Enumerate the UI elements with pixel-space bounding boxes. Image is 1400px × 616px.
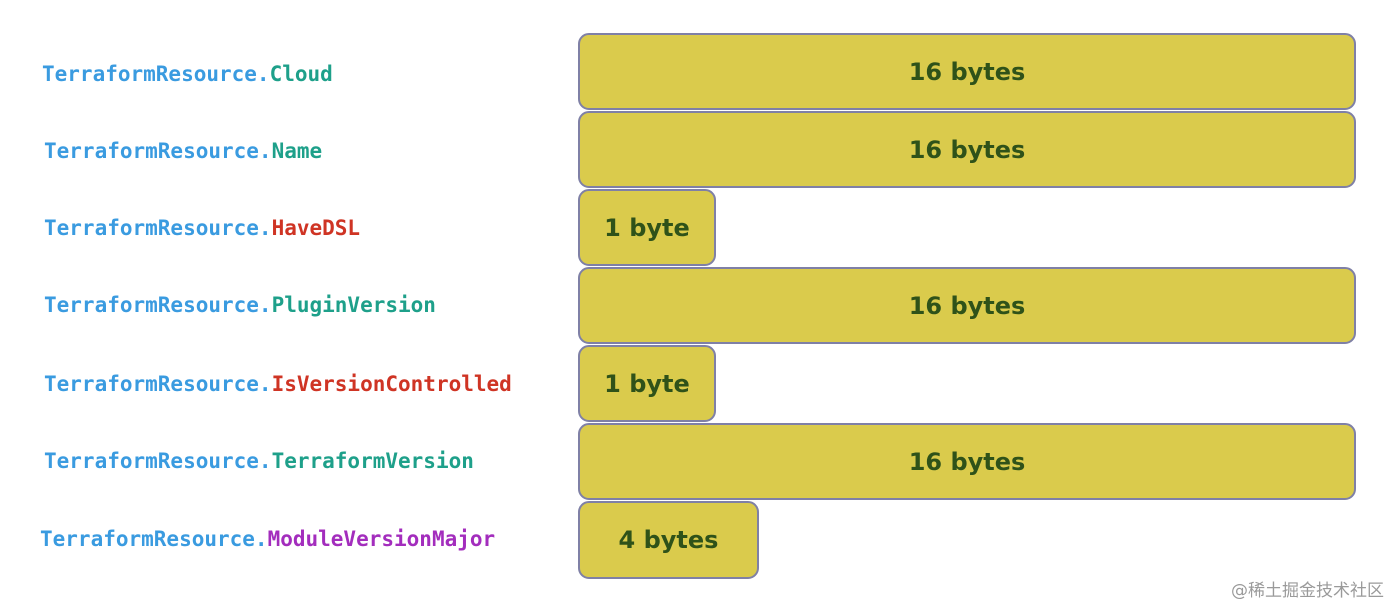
field-label-havedsl: TerraformResource.HaveDSL <box>44 215 360 241</box>
struct-name: TerraformResource. <box>42 62 270 86</box>
field-name: ModuleVersionMajor <box>267 527 496 551</box>
struct-name: TerraformResource. <box>44 449 272 473</box>
size-label: 1 byte <box>604 369 690 398</box>
struct-name: TerraformResource. <box>44 372 272 396</box>
size-block-terraformversion: 16 bytes <box>578 423 1356 500</box>
field-label-pluginversion: TerraformResource.PluginVersion <box>44 292 436 318</box>
field-label-isversioncontrolled: TerraformResource.IsVersionControlled <box>44 371 512 397</box>
field-label-terraformversion: TerraformResource.TerraformVersion <box>44 448 474 474</box>
size-block-moduleversionmajor: 4 bytes <box>578 501 759 579</box>
size-label: 1 byte <box>604 213 690 242</box>
field-name: TerraformVersion <box>271 449 474 473</box>
watermark: @稀土掘金技术社区 <box>1231 581 1384 601</box>
size-block-pluginversion: 16 bytes <box>578 267 1356 344</box>
field-label-cloud: TerraformResource.Cloud <box>42 61 333 87</box>
size-label: 16 bytes <box>908 291 1026 320</box>
size-block-name: 16 bytes <box>578 111 1356 188</box>
struct-name: TerraformResource. <box>40 527 268 551</box>
field-label-name: TerraformResource.Name <box>44 138 322 164</box>
size-label: 4 bytes <box>618 526 719 554</box>
struct-name: TerraformResource. <box>44 139 272 163</box>
field-name: Name <box>271 139 323 163</box>
field-label-moduleversionmajor: TerraformResource.ModuleVersionMajor <box>40 526 495 552</box>
size-label: 16 bytes <box>908 135 1026 164</box>
struct-name: TerraformResource. <box>44 216 272 240</box>
field-name: Cloud <box>269 62 333 86</box>
size-block-cloud: 16 bytes <box>578 33 1356 110</box>
size-block-isversioncontrolled: 1 byte <box>578 345 716 422</box>
size-label: 16 bytes <box>908 57 1026 86</box>
field-name: PluginVersion <box>271 293 436 317</box>
field-name: HaveDSL <box>271 216 361 240</box>
size-label: 16 bytes <box>908 447 1026 476</box>
size-block-havedsl: 1 byte <box>578 189 716 266</box>
field-name: IsVersionControlled <box>271 372 512 396</box>
struct-name: TerraformResource. <box>44 293 272 317</box>
